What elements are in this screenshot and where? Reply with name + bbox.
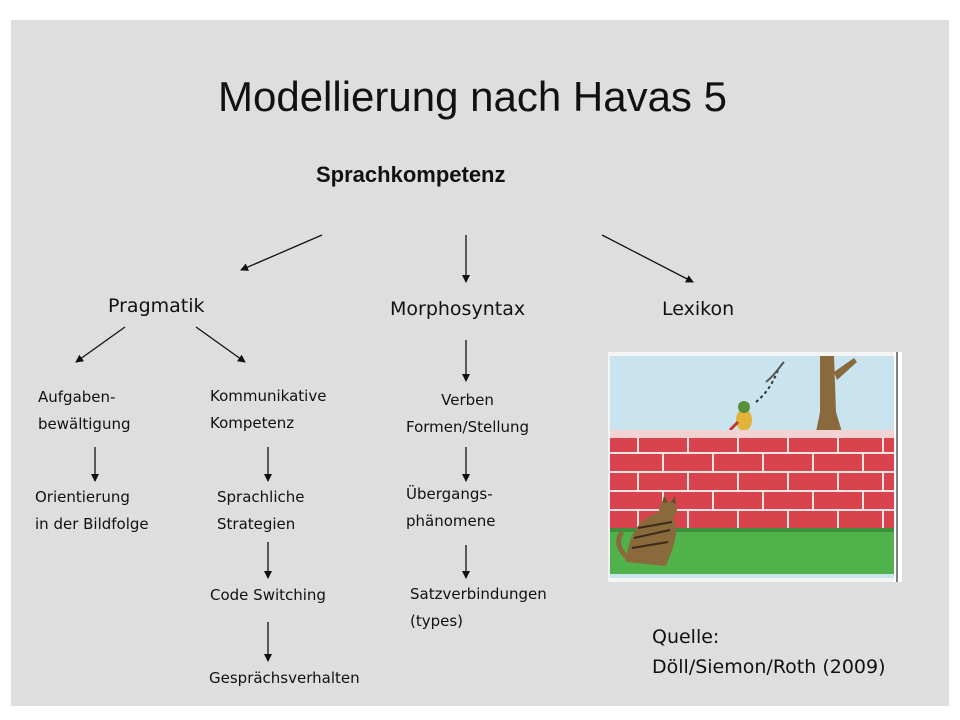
- brick-wall-cat-bird-picture: [608, 352, 902, 582]
- node-kommunikative-kompetenz: Kommunikative Kompetenz: [210, 387, 327, 432]
- source-citation: Quelle: Döll/Siemon/Roth (2009): [652, 626, 886, 678]
- arrow-root-to-pragmatik: [240, 234, 323, 271]
- node-lexikon: Lexikon: [662, 298, 735, 320]
- slide-title: Modellierung nach Havas 5: [218, 73, 727, 120]
- node-pragmatik: Pragmatik: [108, 295, 205, 317]
- node-orientierung: Orientierung in der Bildfolge: [35, 488, 149, 533]
- node-code-switching: Code Switching: [210, 586, 326, 604]
- node-verben: Verben Formen/Stellung: [406, 391, 530, 436]
- node-uebergangsphaenomene: Übergangs- phänomene: [406, 485, 496, 530]
- arrow-pragmatik-to-aufgaben: [75, 326, 126, 363]
- node-satzverbindungen: Satzverbindungen (types): [410, 585, 547, 630]
- arrow-root-to-lexikon: [601, 234, 694, 283]
- root-node-sprachkompetenz: Sprachkompetenz: [316, 162, 506, 187]
- arrow-pragmatik-to-kommunikative: [195, 326, 246, 363]
- node-sprachliche-strategien: Sprachliche Strategien: [217, 488, 305, 533]
- node-gespraechsverhalten: Gesprächsverhalten: [209, 669, 360, 687]
- node-aufgabenbewaeltigung: Aufgaben- bewältigung: [38, 388, 131, 433]
- node-morphosyntax: Morphosyntax: [390, 298, 526, 320]
